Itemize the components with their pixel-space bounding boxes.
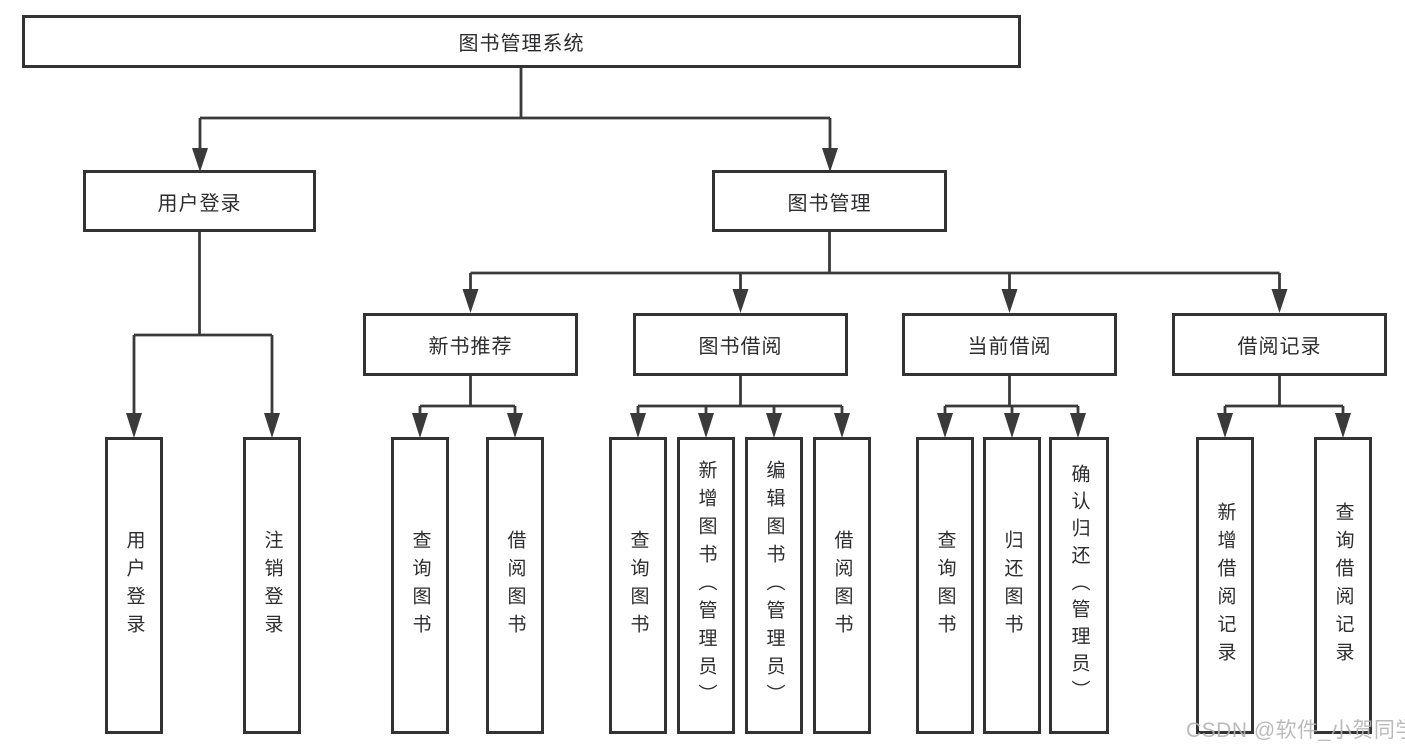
leaf-label: 借阅图书 <box>504 529 526 642</box>
leaf-label: 确认归还（管理员） <box>1068 464 1090 707</box>
leaf-label: 查询图书 <box>409 529 431 642</box>
leaf-label: 查询借阅记录 <box>1332 501 1354 670</box>
leaf-query-books-borrowing: 查询图书 <box>609 437 667 734</box>
node-book-management: 图书管理 <box>712 170 947 232</box>
leaf-logout: 注销登录 <box>243 437 301 734</box>
leaf-add-borrow-record: 新增借阅记录 <box>1196 437 1254 734</box>
csdn-watermark: CSDN @软件_小贺同学 <box>1186 719 1405 742</box>
leaf-label: 归还图书 <box>1001 529 1023 642</box>
node-user-login: 用户登录 <box>83 170 316 232</box>
leaf-label: 查询图书 <box>934 529 956 642</box>
leaf-label: 新增借阅记录 <box>1214 501 1236 670</box>
node-root-system: 图书管理系统 <box>22 15 1021 68</box>
leaf-return-book: 归还图书 <box>983 437 1041 734</box>
node-new-book-recommend: 新书推荐 <box>363 313 578 376</box>
leaf-query-borrow-record: 查询借阅记录 <box>1314 437 1372 734</box>
node-book-borrowing: 图书借阅 <box>633 313 848 376</box>
leaf-label: 注销登录 <box>261 529 283 642</box>
leaf-query-books-current: 查询图书 <box>916 437 974 734</box>
leaf-add-book-admin: 新增图书（管理员） <box>677 437 735 734</box>
node-borrowing-records: 借阅记录 <box>1172 313 1387 376</box>
node-current-borrowing: 当前借阅 <box>902 313 1117 376</box>
leaf-label: 用户登录 <box>123 529 145 642</box>
leaf-borrow-books-recommend: 借阅图书 <box>486 437 544 734</box>
leaf-label: 查询图书 <box>627 529 649 642</box>
leaf-query-books-recommend: 查询图书 <box>391 437 449 734</box>
leaf-label: 新增图书（管理员） <box>695 459 717 712</box>
leaf-label: 借阅图书 <box>831 529 853 642</box>
leaf-edit-book-admin: 编辑图书（管理员） <box>745 437 803 734</box>
leaf-label: 编辑图书（管理员） <box>763 459 785 712</box>
leaf-user-login: 用户登录 <box>105 437 163 734</box>
leaf-borrow-books-borrowing: 借阅图书 <box>813 437 871 734</box>
arrowheads <box>126 148 1351 438</box>
leaf-confirm-return-admin: 确认归还（管理员） <box>1049 437 1109 734</box>
